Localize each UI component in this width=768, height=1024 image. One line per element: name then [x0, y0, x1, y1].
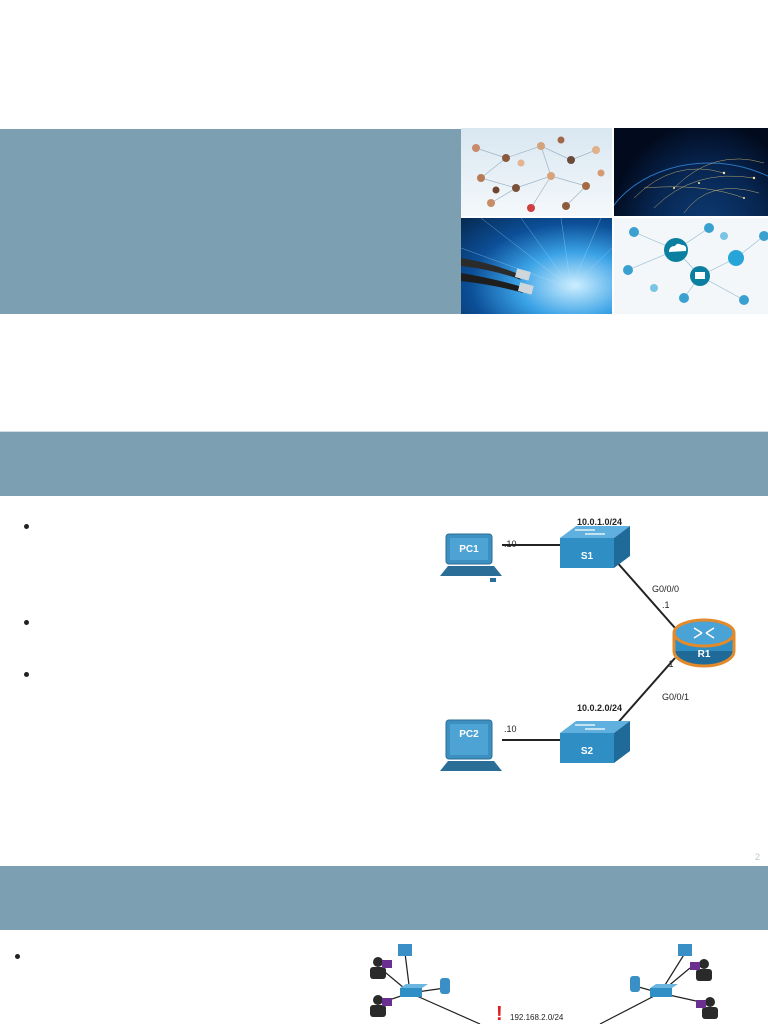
people-network-image: [461, 128, 612, 216]
switch-s1-icon: [560, 526, 630, 568]
partial-network-label: 192.168.2.0/24: [510, 1013, 564, 1022]
pc-left-icon: [398, 944, 412, 956]
slide3-header-band: [0, 866, 768, 930]
switch-left-icon: [400, 984, 428, 997]
slide2-header-band: [0, 432, 768, 496]
bullet-point: [15, 954, 20, 959]
r1-g001-host-label: .1: [666, 659, 674, 669]
page-number: 2: [755, 852, 761, 862]
r1-g000-host-label: .1: [662, 600, 670, 610]
pc-right-icon: [678, 944, 692, 956]
network-topology-diagram-partial: ! 192.168.2.0/24: [370, 944, 718, 1024]
pc1-host-label: .10: [504, 539, 517, 549]
r1-label: R1: [698, 649, 711, 660]
server-left-icon: [440, 978, 450, 994]
globe-network-image: [614, 128, 768, 216]
cloud-network-image: [614, 218, 768, 314]
switch-right-icon: [650, 984, 678, 997]
ethernet-cables-image: [461, 218, 612, 314]
title-band: [0, 129, 461, 314]
network-topology-diagram: PC1 PC2 S1 S2 R1 10.0.1.0/24 10.0.2.0/24…: [440, 517, 736, 771]
pc2-host-label: .10: [504, 724, 517, 734]
user-workstation-left-icon: [370, 957, 392, 1017]
bullet-point: [24, 620, 29, 625]
server-right-icon: [630, 976, 640, 992]
bullet-point: [24, 672, 29, 677]
g001-interface-label: G0/0/1: [662, 692, 689, 702]
alert-mark: !: [496, 1003, 503, 1024]
pc1-icon: [440, 533, 502, 582]
bullet-point: [24, 524, 29, 529]
network-2-label: 10.0.2.0/24: [577, 703, 622, 713]
link-s2-r1: [614, 657, 676, 727]
pc2-icon: [440, 719, 502, 771]
switch-s2-icon: [560, 721, 630, 763]
hero-collage: [461, 128, 768, 314]
user-workstation-right-icon: [690, 959, 718, 1019]
pc2-label: PC2: [459, 729, 479, 740]
router-r1-icon: [672, 618, 736, 668]
network-1-label: 10.0.1.0/24: [577, 517, 622, 527]
link-s1-r1: [614, 559, 676, 629]
g000-interface-label: G0/0/0: [652, 584, 679, 594]
s2-label: S2: [581, 746, 594, 757]
pc1-label: PC1: [459, 544, 479, 555]
slide-divider: [0, 431, 768, 432]
s1-label: S1: [581, 551, 594, 562]
